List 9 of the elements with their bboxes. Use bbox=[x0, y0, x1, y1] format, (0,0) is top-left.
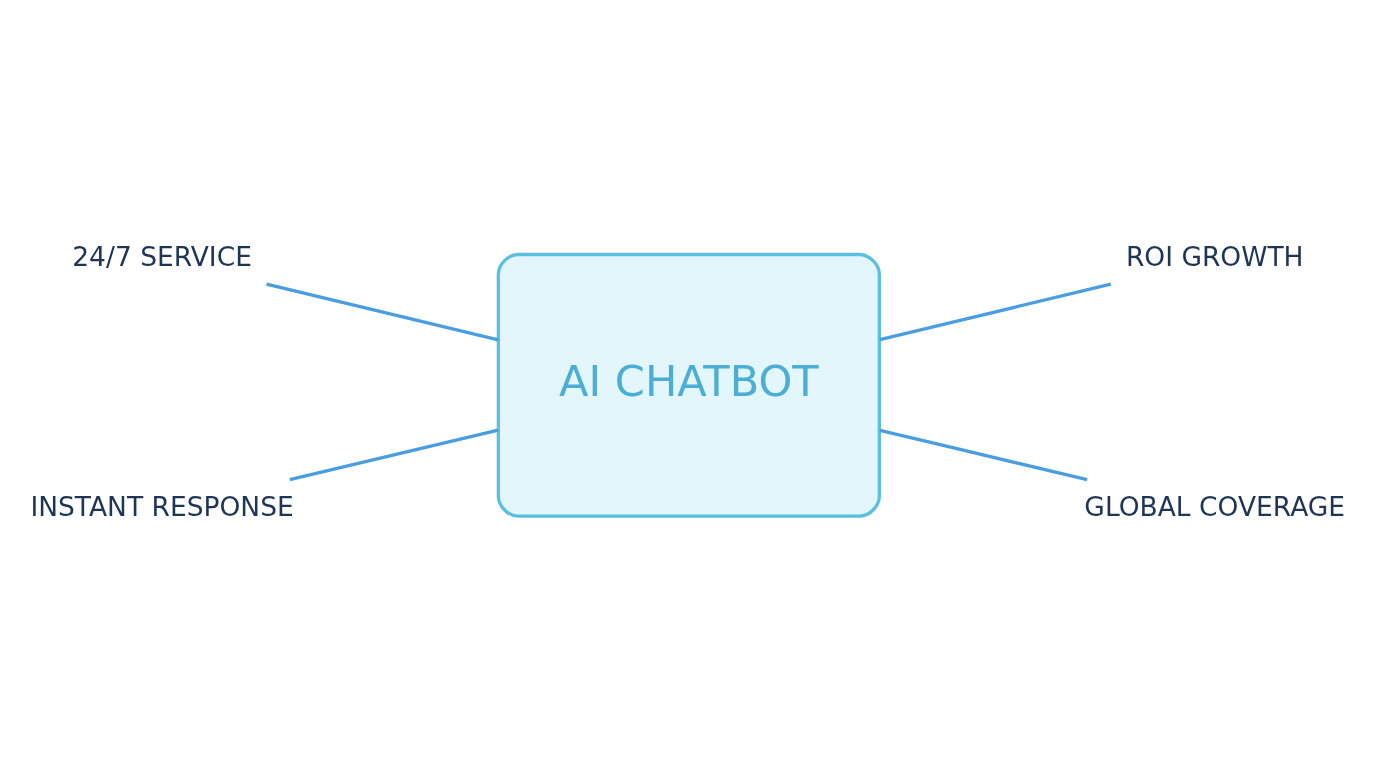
connector bbox=[266, 282, 499, 341]
node-text: GLOBAL COVERAGE bbox=[1084, 490, 1346, 522]
node-text: 24/7 SERVICE bbox=[72, 240, 252, 272]
connector bbox=[879, 428, 1088, 481]
connector bbox=[879, 282, 1112, 341]
node-box: AI CHATBOT bbox=[496, 252, 881, 518]
node-text: INSTANT RESPONSE bbox=[30, 490, 294, 522]
node-text: ROI GROWTH bbox=[1125, 240, 1304, 272]
connector bbox=[289, 428, 499, 481]
